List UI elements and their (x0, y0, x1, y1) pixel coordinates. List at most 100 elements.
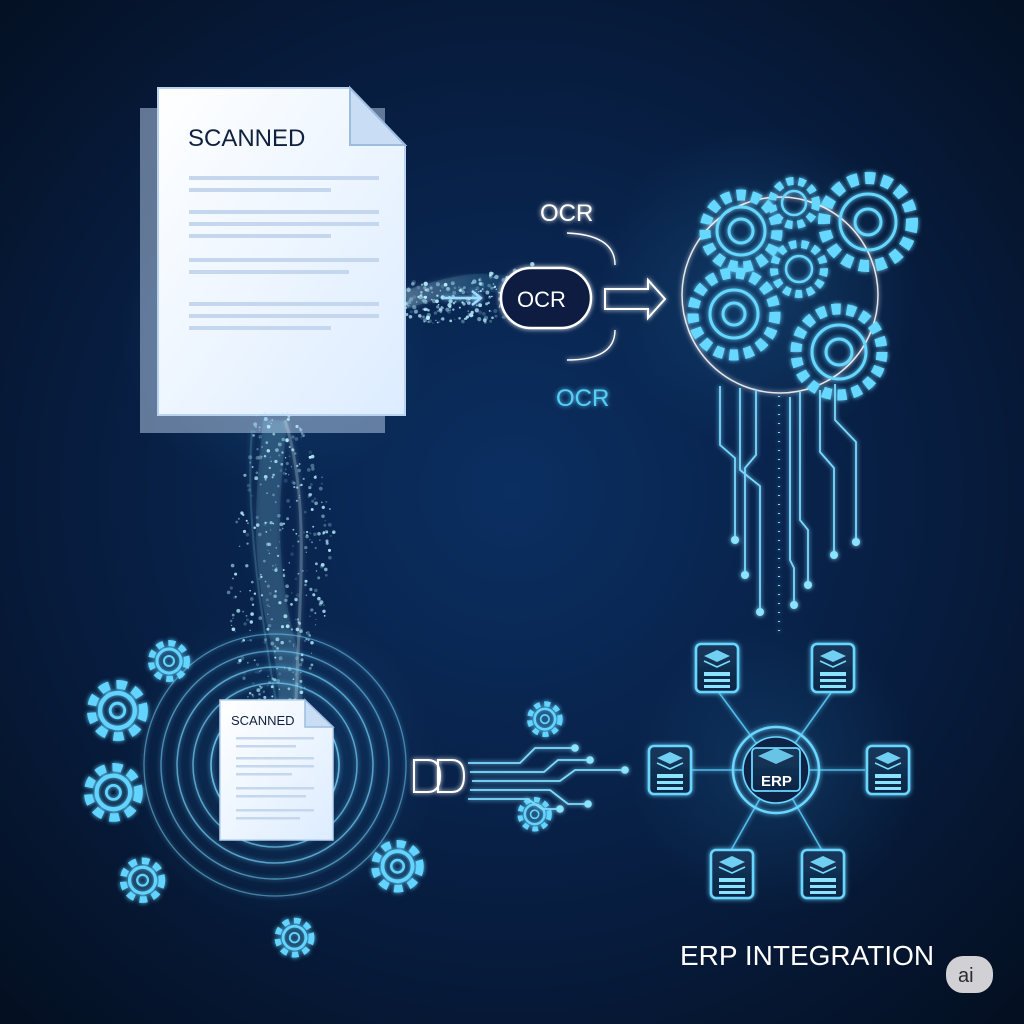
data-particle (488, 274, 492, 277)
data-particle (497, 290, 499, 293)
data-particle (436, 309, 440, 313)
data-particle (235, 520, 239, 524)
gear-icon (784, 254, 814, 284)
data-particle (491, 295, 493, 298)
data-particle (478, 282, 482, 286)
data-particle (266, 584, 270, 588)
data-particle (253, 659, 256, 662)
data-particle (268, 591, 273, 596)
data-particle (249, 589, 251, 592)
data-particle (421, 296, 425, 299)
data-particle (293, 486, 296, 489)
data-particle (295, 486, 299, 489)
data-particle (310, 608, 314, 612)
data-particle (275, 448, 279, 452)
data-particle (238, 658, 242, 663)
data-particle (458, 317, 461, 320)
data-particle (490, 286, 494, 290)
data-particle (260, 686, 263, 689)
data-particle (277, 442, 282, 447)
data-particle (412, 305, 417, 310)
data-particle (297, 620, 300, 624)
data-particle (231, 613, 235, 617)
data-particle (254, 476, 259, 481)
data-particle (243, 622, 247, 626)
data-particle (332, 532, 335, 534)
data-particle (302, 531, 306, 534)
data-particle (317, 596, 321, 601)
gear-cluster-outline (681, 196, 879, 394)
data-particle (242, 610, 245, 613)
data-particle (269, 521, 273, 525)
data-particle (441, 317, 445, 321)
data-particle (407, 304, 410, 307)
data-particle (411, 280, 416, 285)
gear-icon (699, 189, 783, 273)
data-particle (304, 583, 307, 587)
data-particle (306, 468, 311, 472)
data-particle (403, 301, 408, 306)
data-particle (299, 690, 304, 695)
data-particle (249, 629, 251, 632)
data-particle (405, 313, 409, 316)
data-particle (232, 617, 234, 619)
data-particle (268, 466, 271, 470)
data-particle (268, 552, 271, 555)
data-particle (310, 454, 315, 459)
data-particle (255, 471, 259, 475)
data-particle (310, 663, 314, 667)
data-particle (247, 639, 249, 641)
data-particle (274, 501, 277, 504)
data-particle (307, 638, 310, 641)
data-particle (279, 541, 281, 543)
data-particle (276, 484, 280, 488)
data-particle (317, 576, 321, 580)
ocr-center-pill (499, 266, 593, 330)
data-particle (229, 619, 233, 623)
data-particle (320, 563, 325, 567)
data-particle (267, 522, 269, 524)
data-particle (290, 466, 292, 468)
erp-network: ERP (647, 642, 911, 900)
data-particle (478, 279, 481, 282)
data-particle (297, 468, 302, 473)
data-particle (328, 555, 332, 560)
data-particle (242, 529, 247, 534)
data-particle (283, 573, 285, 575)
data-particle (270, 423, 272, 425)
data-particle (251, 603, 255, 606)
data-particle (292, 528, 295, 531)
data-particle (437, 304, 440, 306)
data-particle (258, 434, 263, 439)
data-particle (264, 521, 267, 524)
data-particle (416, 285, 421, 290)
data-particle (292, 643, 295, 646)
data-particle (264, 478, 267, 481)
ocr-stage: OCR OCR OCR (443, 200, 667, 412)
data-particle (418, 314, 422, 318)
scanned-document: SCANNED (140, 85, 408, 433)
data-particle (237, 661, 241, 665)
data-particle (258, 437, 260, 439)
data-particle (461, 301, 464, 304)
data-particle (459, 287, 464, 292)
data-particle (290, 628, 294, 631)
data-particle (234, 595, 237, 598)
data-particle (436, 321, 439, 324)
data-particle (458, 306, 461, 309)
data-particle (294, 673, 297, 676)
data-particle (253, 426, 255, 428)
data-particle (438, 320, 441, 323)
data-particle (301, 569, 304, 572)
data-particle (314, 562, 318, 566)
data-particle (423, 295, 428, 299)
data-particle (319, 564, 324, 569)
data-particle (415, 301, 418, 303)
data-particle (414, 309, 419, 314)
data-particle (282, 412, 284, 414)
data-particle (288, 639, 292, 643)
data-particle (435, 319, 437, 322)
data-particle (291, 435, 295, 439)
data-particle (423, 281, 428, 286)
